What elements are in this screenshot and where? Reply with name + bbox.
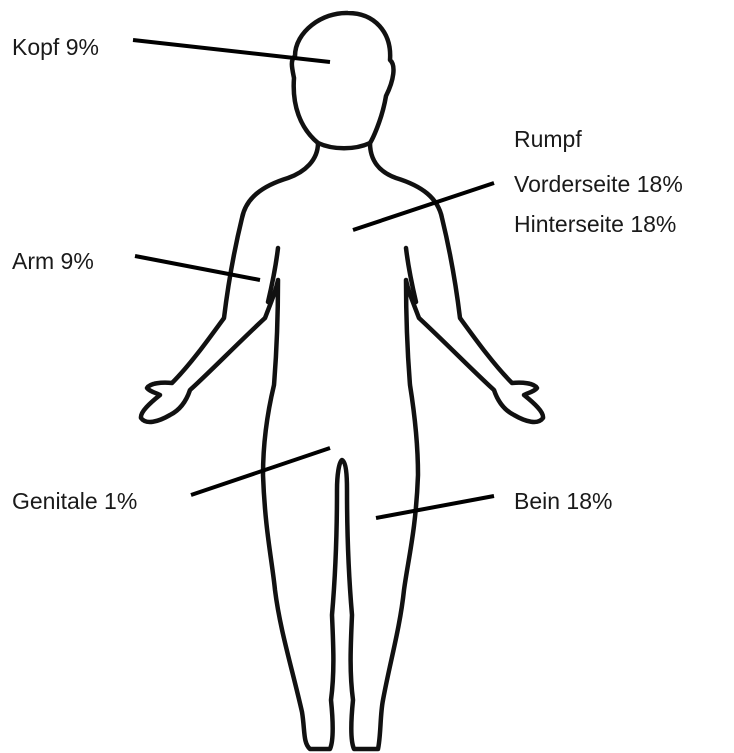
head-leader-line: [133, 40, 330, 62]
genitals-leader-line: [191, 448, 330, 495]
arm-leader-line: [135, 256, 260, 280]
head-label: Kopf 9%: [12, 36, 99, 59]
trunk-front-label: Vorderseite 18%: [514, 173, 683, 196]
leg-label: Bein 18%: [514, 490, 612, 513]
trunk-title-label: Rumpf: [514, 128, 582, 151]
trunk-back-label: Hinterseite 18%: [514, 213, 676, 236]
arm-label: Arm 9%: [12, 250, 94, 273]
leg-leader-line: [376, 496, 494, 518]
genitals-label: Genitale 1%: [12, 490, 137, 513]
head-outline: [292, 13, 394, 148]
body-outline: [141, 143, 543, 749]
